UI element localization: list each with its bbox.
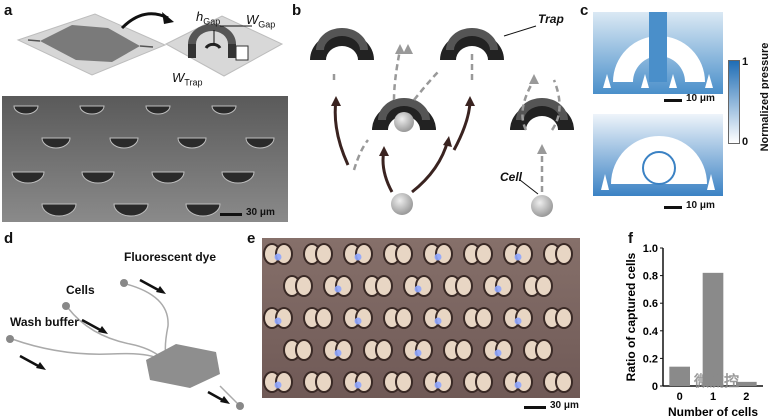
pressure-map-top [593,12,723,94]
panel-b-label: b [292,2,302,19]
trap-unit [503,307,533,329]
trap-unit [503,243,533,265]
bar-0 [669,366,690,386]
y-tick-label: 0.6 [643,298,658,310]
scale-label-a: 30 μm [246,207,275,218]
scale-label-c-top: 10 μm [686,93,715,104]
colorbar-max: 1 [742,56,749,68]
trap-unit [283,275,313,297]
trap-unit [543,243,573,265]
trap-unit [303,307,333,329]
fluorescent-dye-label: Fluorescent dye [124,250,217,264]
h-gap-label: hGap [196,9,221,27]
panel-a-label: a [4,2,13,19]
y-axis-label: Ratio of captured cells [625,252,638,381]
trap-unit [543,371,573,393]
colorbar-min: 0 [742,136,749,148]
x-axis-label: Number of cells [668,405,758,419]
trap-mechanism-diagram [310,25,574,217]
trap-unit [383,307,413,329]
trap-unit [323,339,353,361]
trap-unit [423,243,453,265]
trap-unit [523,339,553,361]
device-chip-schematic [16,13,167,76]
scale-label-e: 30 μm [550,400,579,411]
trap-unit [343,243,373,265]
trap-unit [443,339,473,361]
x-tick-label: 2 [743,391,749,403]
scale-bar-e [524,406,546,409]
trap-unit [483,275,513,297]
trap-unit [363,339,393,361]
w-trap-label: WTrap [172,70,203,88]
cells-inlet-label: Cells [66,283,95,297]
panel-f-label: f [628,230,633,247]
pressure-colorbar [728,60,740,144]
trap-unit [523,275,553,297]
trap-unit [463,371,493,393]
x-tick-label: 0 [677,391,683,403]
trap-unit [383,371,413,393]
trap-unit [423,307,453,329]
y-tick-label: 0.2 [643,353,658,365]
sem-micrograph [2,96,288,222]
y-tick-label: 0.4 [643,326,659,338]
fluorescence-micrograph [262,238,580,398]
y-tick-label: 1.0 [643,243,658,255]
trap-unit [503,371,533,393]
trap-unit [403,339,433,361]
trap-unit [343,371,373,393]
x-tick-label: 1 [710,391,716,403]
watermark: 微流控 [694,373,740,390]
scale-bar-c-top [664,99,682,102]
trap-unit [543,307,573,329]
trap-unit [403,275,433,297]
trap-label: Trap [538,12,564,26]
trap-unit [383,243,413,265]
trap-unit [483,339,513,361]
trap-unit [303,371,333,393]
y-tick-label: 0 [652,381,658,393]
trap-unit [263,307,293,329]
w-gap-label: WGap [246,12,276,30]
scale-bar-c-bottom [664,206,682,209]
curved-arrow-icon [120,12,174,30]
trap-unit [263,243,293,265]
trap-unit [323,275,353,297]
trap-unit [363,275,393,297]
trap-unit [263,371,293,393]
bar-1 [702,272,724,386]
trap-unit [463,307,493,329]
wash-buffer-label: Wash buffer [10,315,79,329]
trap-unit [443,275,473,297]
panel-c-label: c [580,2,589,19]
trap-unit [463,243,493,265]
panel-d-label: d [4,230,14,247]
colorbar-title: Normalized pressure [759,42,769,152]
cell-label: Cell [500,170,523,184]
y-tick-label: 0.8 [643,271,658,283]
trap-unit [303,243,333,265]
scale-label-c-bottom: 10 μm [686,200,715,211]
trap-3d-schematic [164,15,284,77]
panel-e-label: e [247,230,256,247]
trap-unit [423,371,453,393]
trap-unit [343,307,373,329]
bar-2 [736,381,757,386]
microfluidic-chip-diagram [6,278,244,410]
trap-unit [283,339,313,361]
scale-bar-a [220,213,242,216]
pressure-map-bottom [593,114,723,196]
